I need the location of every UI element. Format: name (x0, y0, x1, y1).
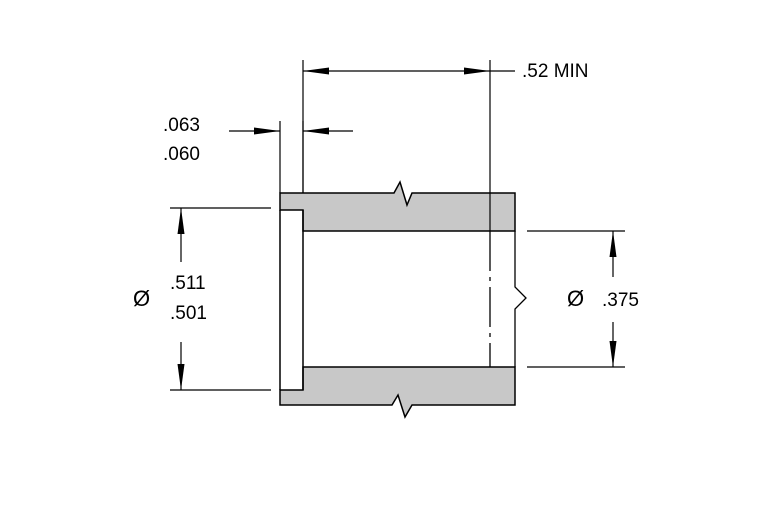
od-diameter-symbol: Ø (133, 286, 150, 311)
od-min-label: .501 (170, 303, 207, 324)
bore-break-line (514, 231, 527, 367)
id-diameter-symbol: Ø (567, 286, 584, 311)
id-label: .375 (602, 290, 639, 311)
flange-outline (279, 210, 304, 390)
od-max-label: .511 (170, 273, 206, 294)
min-length-label: .52 MIN (522, 61, 589, 82)
flange-thickness-max-label: .063 (163, 115, 200, 136)
top-wall-section (279, 180, 516, 232)
bottom-wall-section (279, 366, 516, 419)
flange-thickness-min-label: .060 (163, 144, 200, 165)
